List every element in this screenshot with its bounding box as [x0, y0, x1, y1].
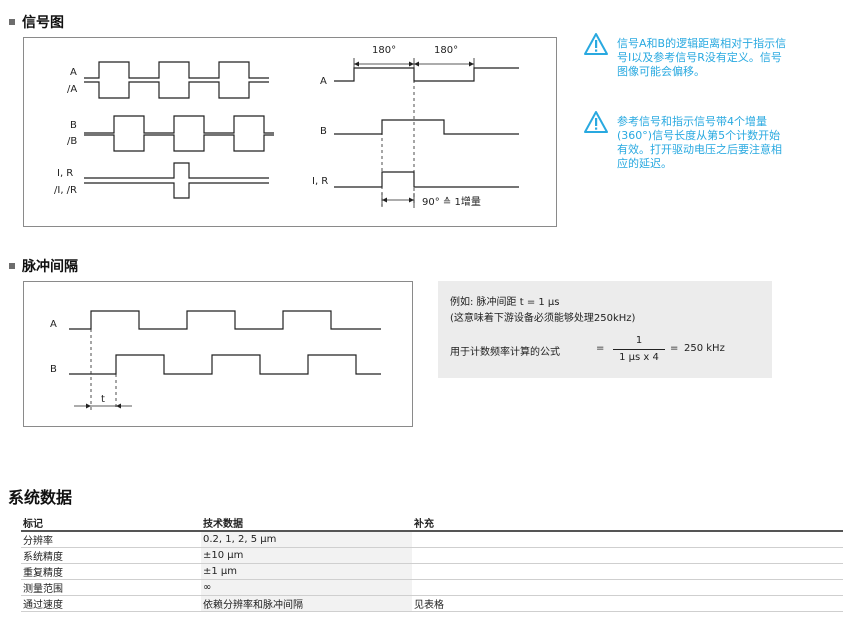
table-cell — [412, 547, 843, 564]
table-cell: 测量范围 — [21, 579, 201, 596]
column-header: 标记 — [23, 519, 43, 530]
table-cell: 分辨率 — [21, 530, 201, 548]
signal-label: I, R — [57, 168, 74, 179]
table-cell: 0.2, 1, 2, 5 µm — [201, 530, 412, 548]
column-header: 补充 — [414, 519, 434, 530]
example-panel: 例如: 脉冲间距 t = 1 μs (这意味着下游设备必须能够处理250kHz)… — [438, 281, 772, 378]
phase-label: 180° — [434, 45, 459, 56]
phase-label: 180° — [372, 45, 397, 56]
increment-label: 90° ≙ 1增量 — [422, 197, 481, 208]
note-text: 信号A和B的逻辑距离相对于指示信号I以及参考信号R没有定义。信号图像可能会偏移。 — [617, 37, 787, 78]
section-bullet — [9, 263, 15, 269]
table-cell — [412, 530, 843, 548]
pulse-diagram-frame: A B t — [23, 281, 413, 427]
table-row: 通过速度 依赖分辨率和脉冲间隔 见表格 — [21, 595, 843, 612]
note-text: 参考信号和指示信号带4个增量(360°)信号长度从第5个计数开始有效。打开驱动电… — [617, 115, 782, 170]
section-title-system-data: 系统数据 — [8, 488, 73, 507]
table-cell: ∞ — [201, 579, 412, 596]
fraction-bar — [613, 349, 665, 350]
signal-label: I, R — [312, 176, 329, 187]
signal-label: A — [70, 67, 77, 78]
formula-label: 用于计数频率计算的公式 — [450, 347, 560, 358]
waveform-right-b — [334, 119, 519, 135]
pulse-diagram-svg — [69, 310, 381, 410]
table-cell — [412, 563, 843, 580]
table-cell: 通过速度 — [21, 595, 201, 612]
table-cell: 系统精度 — [21, 547, 201, 564]
section-title-pulse-interval: 脉冲间隔 — [22, 259, 78, 275]
table-row: 重复精度 ±1 µm — [21, 563, 843, 580]
waveform-b-inverted — [84, 134, 274, 152]
signal-diagram-svg — [84, 58, 519, 208]
waveform-b — [84, 115, 274, 134]
table-cell — [412, 579, 843, 596]
table-header-row: 标记 技术数据 补充 — [21, 515, 843, 531]
system-data-table: 标记 技术数据 补充 分辨率 0.2, 1, 2, 5 µm 系统精度 ±10 … — [21, 515, 843, 612]
table-row: 系统精度 ±10 µm — [21, 547, 843, 564]
signal-label: /I, /R — [54, 185, 77, 196]
table-row: 测量范围 ∞ — [21, 579, 843, 596]
section-title-signal-diagram: 信号图 — [22, 15, 64, 31]
signal-label: /A — [67, 84, 78, 95]
signal-label: B — [70, 120, 77, 131]
example-line: 例如: 脉冲间距 t = 1 μs — [450, 297, 560, 308]
warning-icon — [583, 32, 609, 56]
formula-equals: = — [670, 343, 679, 354]
column-header: 技术数据 — [203, 519, 243, 530]
waveform-a-inverted — [84, 81, 269, 99]
waveform-a — [84, 61, 269, 79]
waveform-index — [84, 162, 269, 179]
dimension-ticks-top — [353, 58, 475, 68]
formula-denominator: 1 μs x 4 — [619, 352, 659, 363]
formula-equals: = — [596, 343, 605, 354]
formula-numerator: 1 — [635, 335, 643, 346]
waveform-right-index — [334, 171, 519, 188]
signal-label: A — [320, 76, 327, 87]
t-label: t — [101, 394, 105, 405]
pulse-label: A — [50, 319, 57, 330]
table-row: 分辨率 0.2, 1, 2, 5 µm — [21, 530, 843, 548]
pulse-label: B — [50, 364, 57, 375]
warning-icon — [583, 110, 609, 134]
table-cell: 见表格 — [412, 595, 843, 612]
table-cell: ±1 µm — [201, 563, 412, 580]
section-bullet — [9, 19, 15, 25]
pulse-waveform-b — [69, 354, 381, 375]
signal-label: /B — [67, 136, 78, 147]
table-cell: 依赖分辨率和脉冲间隔 — [201, 595, 412, 612]
waveform-right-a — [334, 67, 519, 82]
waveform-index-inverted — [84, 182, 269, 199]
pulse-waveform-a — [69, 310, 381, 330]
formula-result: 250 kHz — [684, 343, 725, 354]
signal-label: B — [320, 126, 327, 137]
signal-diagram-frame: A /A B /B I, R /I, /R A B I, R 180° 180°… — [23, 37, 557, 227]
table-cell: 重复精度 — [21, 563, 201, 580]
table-cell: ±10 µm — [201, 547, 412, 564]
example-line: (这意味着下游设备必须能够处理250kHz) — [450, 313, 636, 324]
